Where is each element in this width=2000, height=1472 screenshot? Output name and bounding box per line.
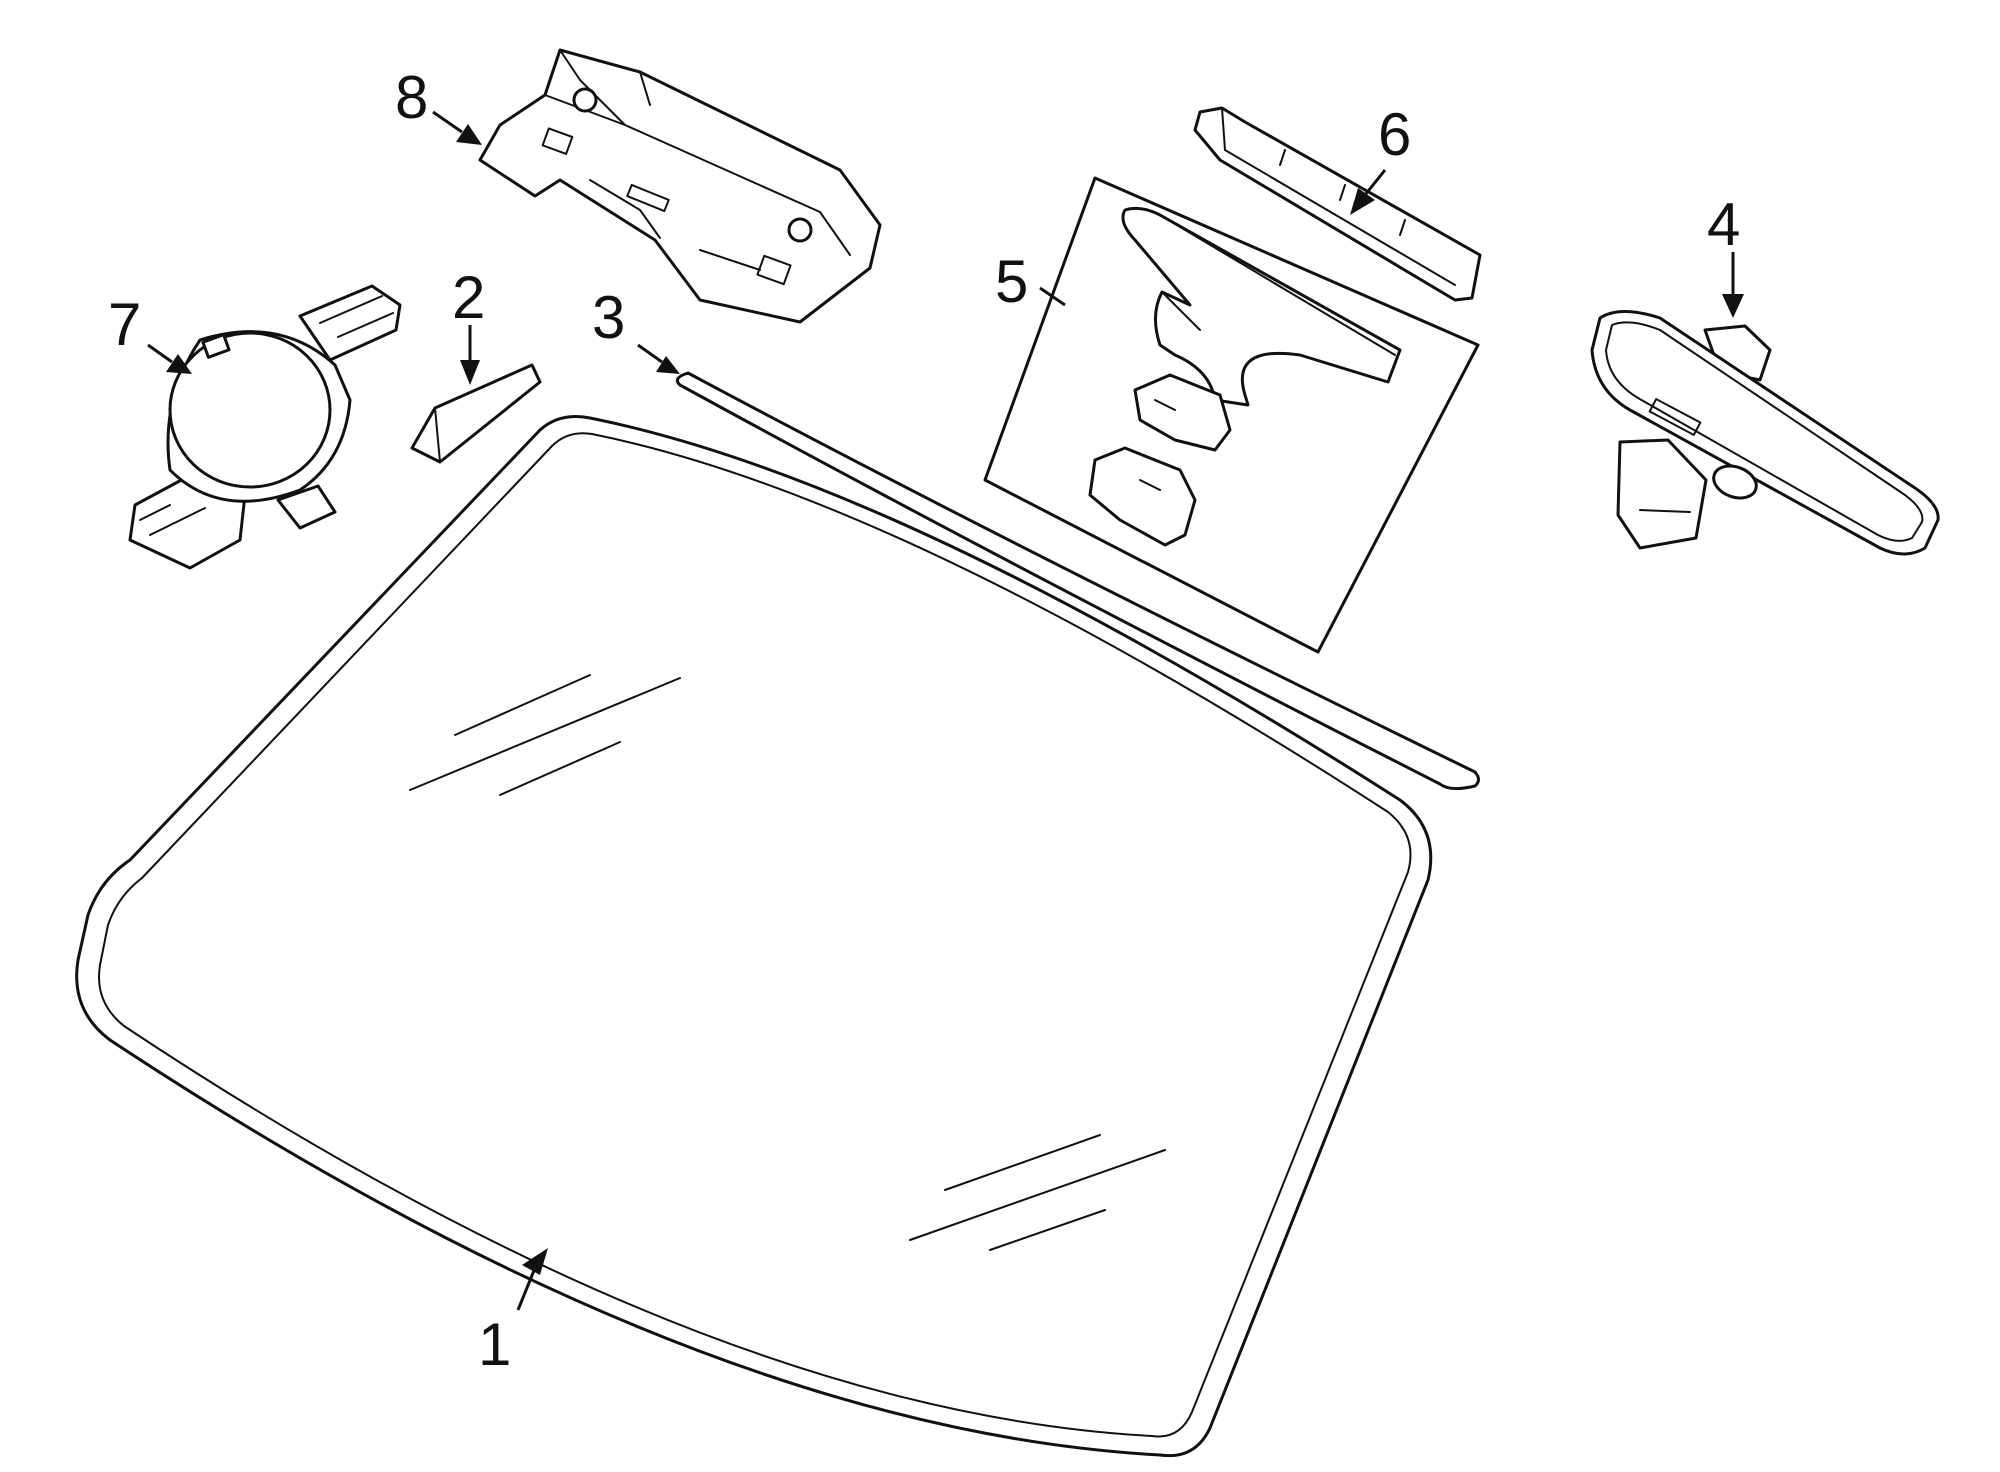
leader-4 [1722,252,1744,318]
leader-8 [432,110,482,145]
part-3-molding [675,371,1480,791]
callout-4: 4 [1707,191,1740,258]
leader-5 [1039,286,1066,307]
leader-1 [516,1248,548,1311]
callout-2: 2 [452,264,485,331]
leader-2 [460,325,480,385]
part-8-bracket [478,48,882,324]
callout-6: 6 [1378,101,1411,168]
callout-8: 8 [395,64,428,131]
part-4-mirror [1590,310,1940,556]
callout-1: 1 [478,1311,511,1378]
part-2-pad [410,363,542,464]
leader-7 [147,343,192,374]
glass-reflection-upper [409,674,681,796]
callout-3: 3 [592,284,625,351]
callout-7: 7 [108,291,141,358]
part-7-rain-sensor [128,284,402,570]
glass-reflection-lower [909,1134,1166,1251]
leader-3 [637,343,680,374]
part-6-cover-strip [1193,106,1482,302]
callout-5: 5 [995,248,1028,315]
part-1-windshield [75,415,1433,1458]
part-5-mount-kit [983,176,1480,654]
leader-6 [1350,169,1387,215]
